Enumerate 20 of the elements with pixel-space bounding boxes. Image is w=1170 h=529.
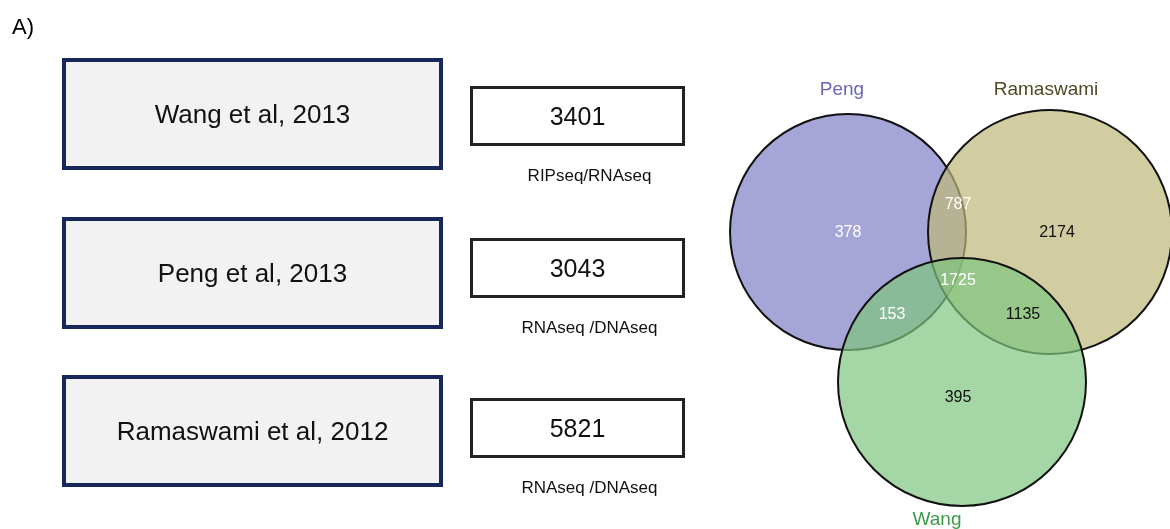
region-count: 1725 xyxy=(940,271,976,289)
method-caption: RNAseq /DNAseq xyxy=(521,478,658,498)
method-caption: RNAseq /DNAseq xyxy=(521,318,658,338)
region-count: 153 xyxy=(878,305,906,323)
region-count: 2174 xyxy=(1039,223,1075,241)
count-box: 3401 xyxy=(470,86,685,146)
set-label: Wang xyxy=(912,508,962,529)
count-box: 3043 xyxy=(470,238,685,298)
study-box: Ramaswami et al, 2012 xyxy=(62,375,443,487)
region-count: 787 xyxy=(944,195,972,213)
method-caption: RIPseq/RNAseq xyxy=(527,166,652,186)
set-label: Peng xyxy=(819,78,865,100)
study-box: Wang et al, 2013 xyxy=(62,58,443,170)
region-count: 395 xyxy=(944,388,972,406)
region-count: 378 xyxy=(834,223,862,241)
region-count: 1135 xyxy=(1005,305,1041,323)
study-box: Peng et al, 2013 xyxy=(62,217,443,329)
count-box: 5821 xyxy=(470,398,685,458)
panel-label: A) xyxy=(12,14,34,40)
set-label: Ramaswami xyxy=(993,78,1099,100)
